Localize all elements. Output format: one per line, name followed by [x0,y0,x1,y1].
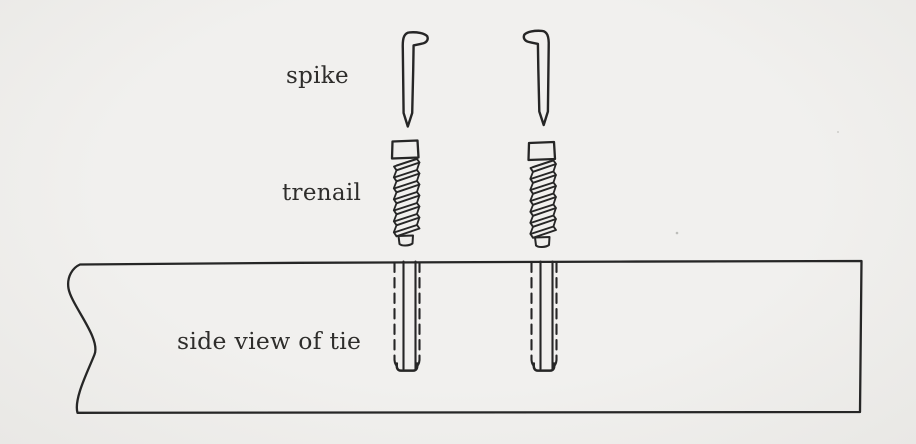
bored-hole-left [393,260,421,372]
spike-drawing-right [522,29,550,127]
trenail-label: trenail [282,180,362,206]
tie-side-view-label: side view of tie [177,327,362,355]
spike-label: spike [286,63,349,89]
paper-speck [675,231,679,235]
paper-speck [837,131,839,133]
trenail-drawing-right [529,142,557,247]
tie-side-view-outline [66,259,863,414]
spike-drawing-left [401,31,429,128]
trenail-drawing-left [392,141,420,246]
bored-hole-right [530,260,558,372]
